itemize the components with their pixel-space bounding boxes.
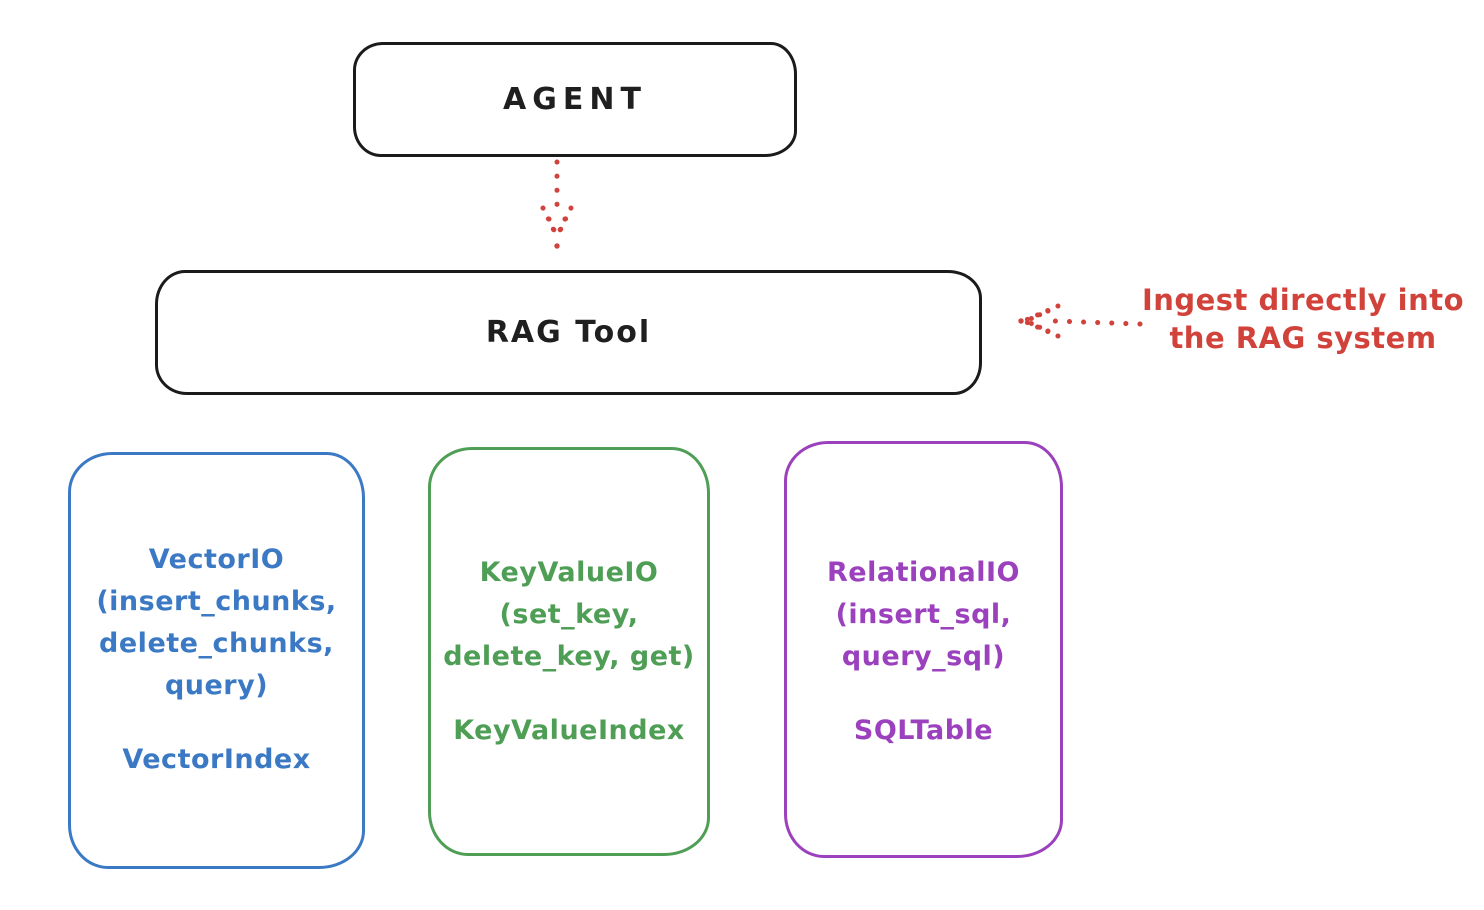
rag-tool-node: RAG Tool	[155, 270, 982, 395]
card-footer-label: SQLTable	[853, 715, 994, 746]
rag-tool-label: RAG Tool	[485, 315, 652, 350]
backend-card-keyvalue-io: KeyValueIO (set_key, delete_key, get) Ke…	[428, 447, 710, 856]
backend-card-relational-io: RelationalIO (insert_sql, query_sql) SQL…	[784, 441, 1063, 858]
card-line: delete_chunks,	[99, 628, 334, 659]
card-line: (insert_sql,	[835, 599, 1012, 630]
agent-to-ragtool-dotted-arrow-icon	[540, 159, 574, 249]
card-title-block: KeyValueIO (set_key, delete_key, get)	[431, 552, 707, 678]
card-line: VectorIO	[148, 544, 285, 575]
card-line: delete_key, get)	[443, 641, 695, 672]
card-footer-label: VectorIndex	[122, 744, 311, 775]
card-line: query_sql)	[841, 641, 1006, 672]
annotation-to-ragtool-dotted-arrow-icon	[1018, 303, 1143, 339]
card-line: (insert_chunks,	[96, 586, 337, 617]
card-line: KeyValueIO	[479, 557, 659, 588]
agent-node: AGENT	[353, 42, 797, 157]
card-footer-label: KeyValueIndex	[453, 715, 685, 746]
backend-card-vector-io: VectorIO (insert_chunks, delete_chunks, …	[68, 452, 365, 869]
agent-label: AGENT	[503, 82, 647, 117]
annotation-text: Ingest directly into the RAG system	[1138, 281, 1468, 358]
card-line: query)	[164, 670, 269, 701]
card-line: (set_key,	[499, 599, 639, 630]
annotation-line: the RAG system	[1169, 321, 1437, 356]
card-title-block: RelationalIO (insert_sql, query_sql)	[787, 552, 1060, 678]
card-line: RelationalIO	[827, 557, 1020, 588]
annotation-line: Ingest directly into	[1141, 283, 1465, 317]
card-title-block: VectorIO (insert_chunks, delete_chunks, …	[71, 539, 362, 707]
